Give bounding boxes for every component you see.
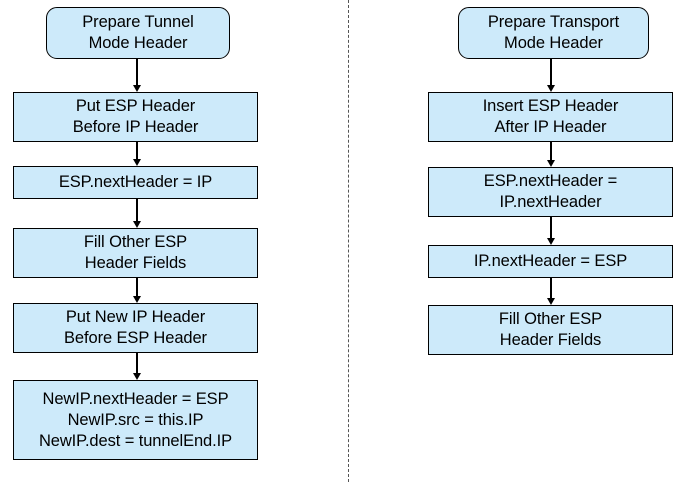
arrow-shaft: [136, 59, 138, 86]
arrowhead-icon: [132, 159, 141, 166]
arrowhead-icon: [132, 296, 141, 303]
arrowhead-icon: [132, 373, 141, 380]
node-label: ESP.nextHeader = IP: [58, 173, 213, 191]
arrow-shaft: [550, 278, 552, 299]
node-label: NewIP.nextHeader = ESP NewIP.src = this.…: [38, 389, 233, 450]
flowchart-node-tunnel-start[interactable]: Prepare Tunnel Mode Header: [46, 7, 230, 59]
node-label: Fill Other ESP Header Fields: [498, 310, 603, 349]
node-label: ESP.nextHeader = IP.nextHeader: [483, 172, 618, 211]
node-label: IP.nextHeader = ESP: [473, 252, 628, 270]
arrowhead-icon: [546, 238, 555, 245]
node-label: Prepare Tunnel Mode Header: [82, 13, 194, 52]
arrow-shaft: [136, 353, 138, 374]
arrow-shaft: [550, 59, 552, 86]
arrowhead-icon: [546, 298, 555, 305]
flowchart-node-transport-ip-nextheader[interactable]: IP.nextHeader = ESP: [428, 245, 673, 278]
arrowhead-icon: [546, 85, 555, 92]
node-label: Insert ESP Header After IP Header: [482, 97, 619, 136]
arrow-shaft: [550, 142, 552, 161]
arrow-shaft: [550, 217, 552, 239]
arrow-shaft: [136, 142, 138, 160]
node-label: Put New IP Header Before ESP Header: [64, 308, 207, 347]
flowchart-node-tunnel-esp-nextheader[interactable]: ESP.nextHeader = IP: [13, 166, 258, 199]
flowchart-node-tunnel-put-esp[interactable]: Put ESP Header Before IP Header: [13, 92, 258, 142]
column-divider: [348, 0, 349, 482]
flowchart-node-tunnel-put-new-ip[interactable]: Put New IP Header Before ESP Header: [13, 303, 258, 353]
flowchart-node-tunnel-newip-fields[interactable]: NewIP.nextHeader = ESP NewIP.src = this.…: [13, 380, 258, 460]
flowchart-node-transport-esp-nextheader[interactable]: ESP.nextHeader = IP.nextHeader: [428, 167, 673, 217]
arrowhead-icon: [132, 85, 141, 92]
arrowhead-icon: [546, 160, 555, 167]
flowchart-node-transport-fill-other[interactable]: Fill Other ESP Header Fields: [428, 305, 673, 355]
arrow-shaft: [136, 199, 138, 222]
flowchart-node-transport-start[interactable]: Prepare Transport Mode Header: [458, 7, 649, 59]
node-label: Put ESP Header Before IP Header: [72, 97, 199, 136]
node-label: Fill Other ESP Header Fields: [83, 233, 188, 272]
arrowhead-icon: [132, 221, 141, 228]
node-label: Prepare Transport Mode Header: [487, 13, 620, 52]
arrow-shaft: [136, 278, 138, 297]
flowchart-node-tunnel-fill-other[interactable]: Fill Other ESP Header Fields: [13, 228, 258, 278]
flowchart-node-transport-insert-esp[interactable]: Insert ESP Header After IP Header: [428, 92, 673, 142]
